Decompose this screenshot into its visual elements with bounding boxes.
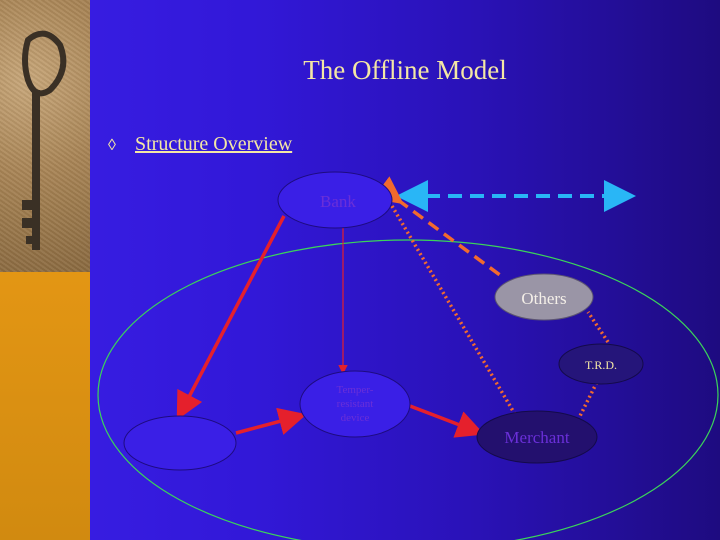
- tamper-label-line3: device: [341, 412, 370, 424]
- trd-others-dotted-line: [586, 311, 610, 343]
- diamond-bullet-icon: ◊: [108, 137, 116, 154]
- structure-overview-link[interactable]: Structure Overview: [135, 133, 293, 155]
- merchant-trd-dotted-line: [576, 379, 600, 421]
- blank-user-node: [123, 415, 237, 471]
- tamper-merchant-arrow: [409, 404, 485, 438]
- tamper-resistant-device-node: Temper- resistant device: [299, 370, 411, 438]
- bank-label: Bank: [320, 192, 356, 211]
- domain-boundary-ellipse: [97, 239, 719, 540]
- others-node: Others: [494, 273, 594, 321]
- user-tamper-arrow: [235, 407, 307, 435]
- merchant-label: Merchant: [504, 428, 569, 447]
- tamper-label-line2: resistant: [337, 398, 374, 410]
- bank-user-arrow: [176, 215, 286, 421]
- trd-label: T.R.D.: [585, 358, 617, 372]
- bank-merchant-dotted-line: [390, 205, 518, 417]
- key-icon: [22, 30, 67, 250]
- slide-title: The Offline Model: [303, 55, 507, 85]
- bank-others-arrow: [372, 176, 506, 280]
- bank-node: Bank: [277, 171, 393, 229]
- tamper-label-line1: Temper-: [337, 384, 374, 396]
- merchant-node: Merchant: [476, 410, 598, 464]
- bullet-structure-overview: ◊ Structure Overview: [108, 133, 292, 156]
- trd-node: T.R.D.: [558, 343, 644, 385]
- key-photo: [0, 0, 90, 272]
- others-label: Others: [521, 289, 566, 308]
